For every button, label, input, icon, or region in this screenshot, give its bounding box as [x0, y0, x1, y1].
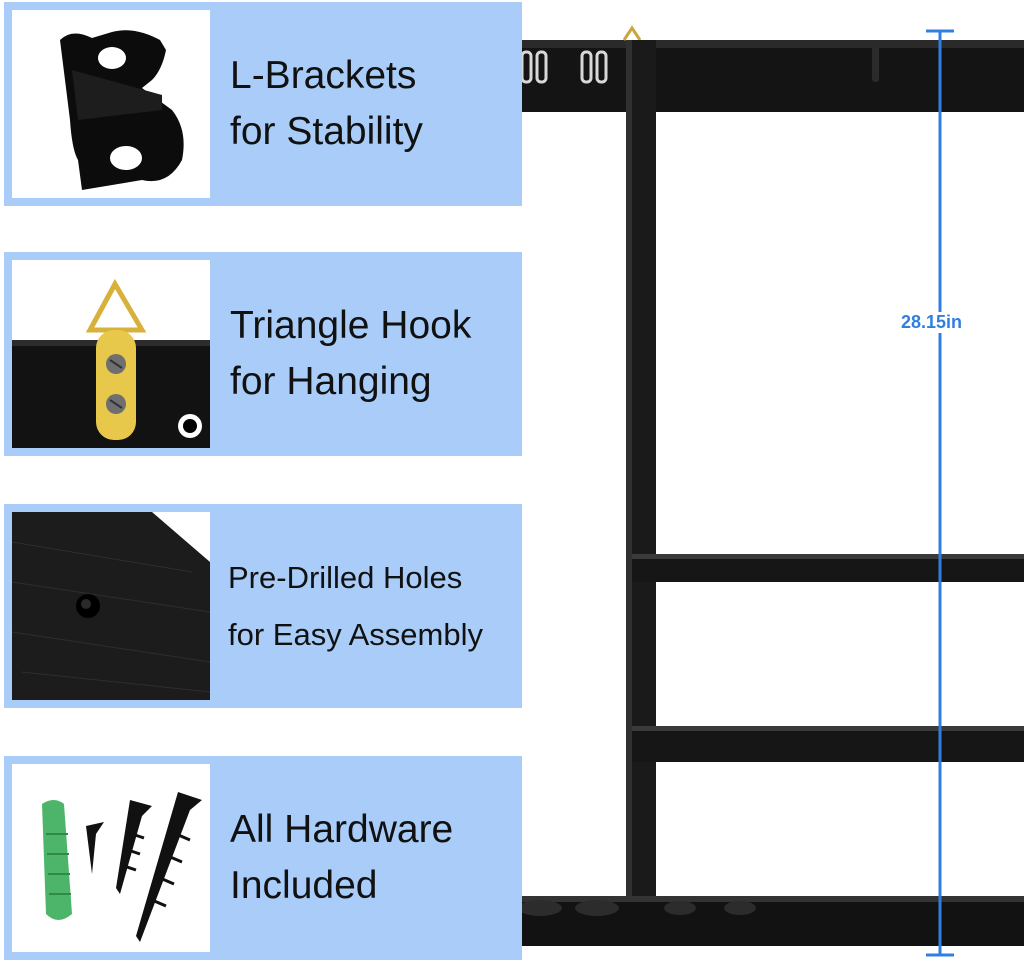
feature-caption: Pre-Drilled Holes for Easy Assembly — [228, 504, 518, 708]
feature-title: All Hardware — [230, 808, 454, 851]
feature-subtitle: for Easy Assembly — [228, 617, 483, 652]
feature-subtitle: Included — [230, 864, 378, 907]
feature-panel-hardware: All Hardware Included — [4, 756, 522, 960]
feature-caption: All Hardware Included — [230, 756, 520, 960]
feature-caption: L-Brackets for Stability — [230, 2, 520, 206]
l-bracket-icon — [12, 10, 210, 198]
height-dimension-label: 28.15in — [901, 312, 981, 333]
feature-caption: Triangle Hook for Hanging — [230, 252, 520, 456]
feature-subtitle: for Hanging — [230, 360, 432, 403]
triangle-hook-icon — [12, 260, 210, 448]
feature-subtitle: for Stability — [230, 110, 423, 153]
feature-panel-holes: Pre-Drilled Holes for Easy Assembly — [4, 504, 522, 708]
feature-title: Pre-Drilled Holes — [228, 560, 463, 595]
feature-panel-hook: Triangle Hook for Hanging — [4, 252, 522, 456]
drilled-hole-icon — [12, 512, 210, 700]
feature-panel-brackets: L-Brackets for Stability — [4, 2, 522, 206]
feature-title: Triangle Hook — [230, 304, 472, 347]
feature-title: L-Brackets — [230, 54, 417, 97]
hardware-icon — [12, 764, 210, 952]
